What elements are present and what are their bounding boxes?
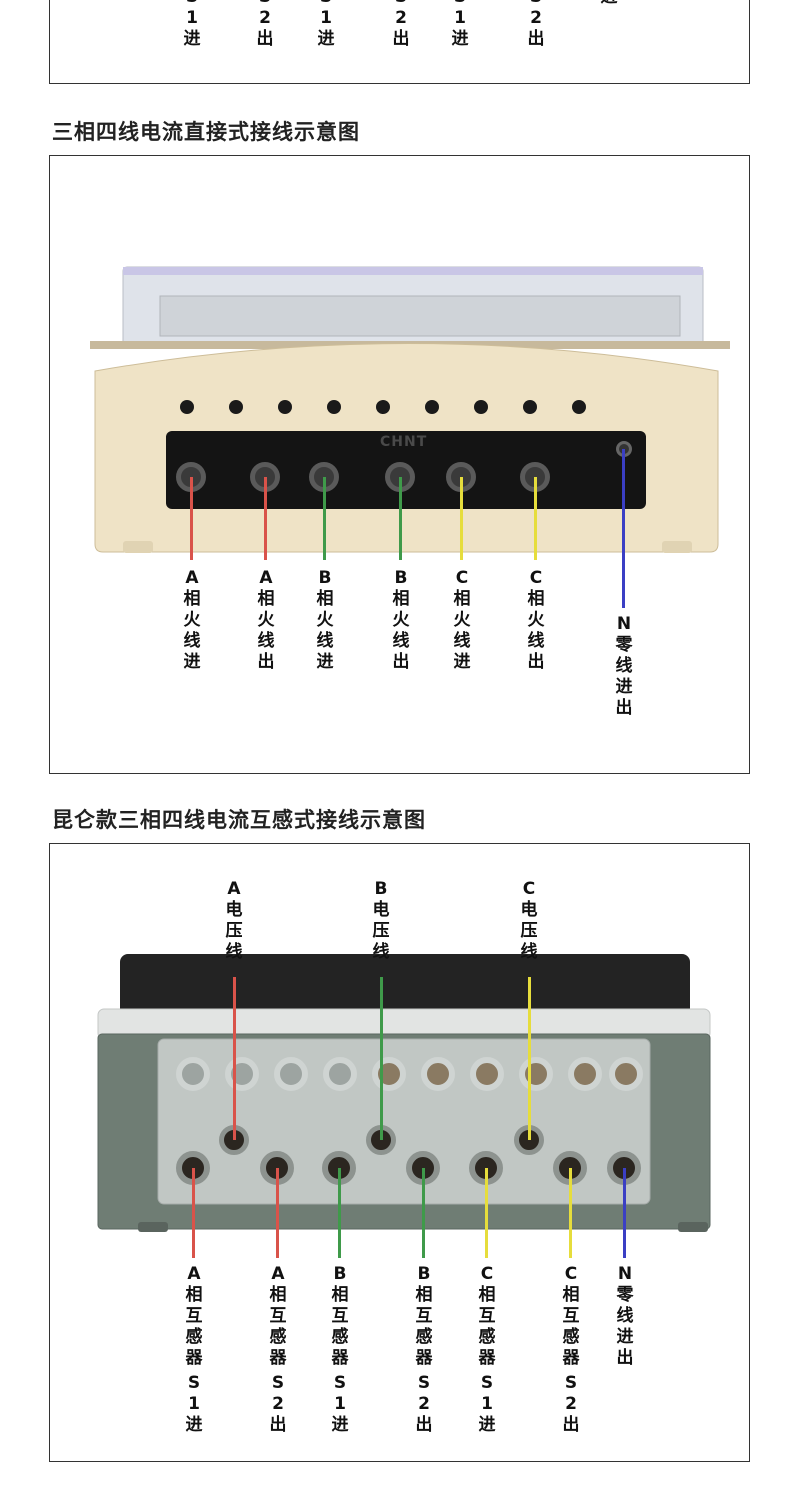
direct-label-c-in: C相火线进 — [453, 568, 471, 672]
ct-wire-a-s1 — [192, 1168, 195, 1258]
terminal-hole — [176, 1057, 210, 1091]
ct-section-title: 昆仑款三相四线电流互感式接线示意图 — [52, 808, 426, 832]
ct-wire-c-s1 — [485, 1168, 488, 1258]
direct-label-c-out: C相火线出 — [527, 568, 545, 672]
ct-wire-b-s2 — [422, 1168, 425, 1258]
voltage-wire-b — [380, 977, 383, 1140]
wire-a-in — [190, 477, 193, 560]
direct-label-b-in: B相火线进 — [316, 568, 334, 672]
ct-wire-c-s2 — [569, 1168, 572, 1258]
top-label-1: S1进 — [183, 0, 201, 49]
direct-label-b-out: B相火线出 — [392, 568, 410, 672]
terminal-hole — [519, 1057, 553, 1091]
wire-b-in — [323, 477, 326, 560]
vent-hole — [572, 400, 586, 414]
ct-wire-b-s1 — [338, 1168, 341, 1258]
voltage-wire-c — [528, 977, 531, 1140]
wire-c-in — [460, 477, 463, 560]
terminal-hole — [421, 1057, 455, 1091]
vent-hole — [229, 400, 243, 414]
terminal-hole — [470, 1057, 504, 1091]
direct-label-a-in: A相火线进 — [183, 568, 201, 672]
voltage-wire-a — [233, 977, 236, 1140]
vent-hole — [278, 400, 292, 414]
direct-section-title: 三相四线电流直接式接线示意图 — [52, 120, 360, 144]
terminal-hole — [323, 1057, 357, 1091]
terminal-hole — [385, 462, 415, 492]
vent-hole — [474, 400, 488, 414]
vent-hole — [327, 400, 341, 414]
ct-meter-illustration — [97, 954, 711, 1232]
top-label-4: S2出 — [392, 0, 410, 49]
terminal-hole — [568, 1057, 602, 1091]
direct-label-n: N零线进出 — [615, 614, 633, 718]
direct-label-a-out: A相火线出 — [257, 568, 275, 672]
terminal-hole — [372, 1057, 406, 1091]
wire-a-out — [264, 477, 267, 560]
wire-b-out — [399, 477, 402, 560]
brand-logo: CHNT — [380, 434, 428, 450]
top-diagram-panel: S1进 S2出 S1进 S2出 S1进 S2出 进 — [49, 0, 750, 84]
top-label-7: 进 — [597, 0, 621, 8]
direct-diagram-panel: CHNT A相火线进 A相火线出 B相火线进 B相火线出 C相火线进 C相火线出… — [49, 155, 750, 774]
ct-label-n: N零线进出 — [616, 1264, 634, 1368]
voltage-label-b: B电压线 — [372, 879, 390, 962]
top-label-5: S1进 — [451, 0, 469, 49]
voltage-label-a: A电压线 — [225, 879, 243, 962]
voltage-label-c: C电压线 — [520, 879, 538, 962]
ct-wire-n — [623, 1168, 626, 1258]
top-label-3: S1进 — [317, 0, 335, 49]
ct-wire-a-s2 — [276, 1168, 279, 1258]
terminal-hole — [225, 1057, 259, 1091]
vent-hole — [425, 400, 439, 414]
terminal-hole — [609, 1057, 643, 1091]
terminal-hole — [274, 1057, 308, 1091]
wire-n — [622, 449, 625, 608]
vent-hole — [376, 400, 390, 414]
top-label-6: S2出 — [527, 0, 545, 49]
vent-hole — [180, 400, 194, 414]
wire-c-out — [534, 477, 537, 560]
vent-hole — [523, 400, 537, 414]
top-label-2: S2出 — [256, 0, 274, 49]
